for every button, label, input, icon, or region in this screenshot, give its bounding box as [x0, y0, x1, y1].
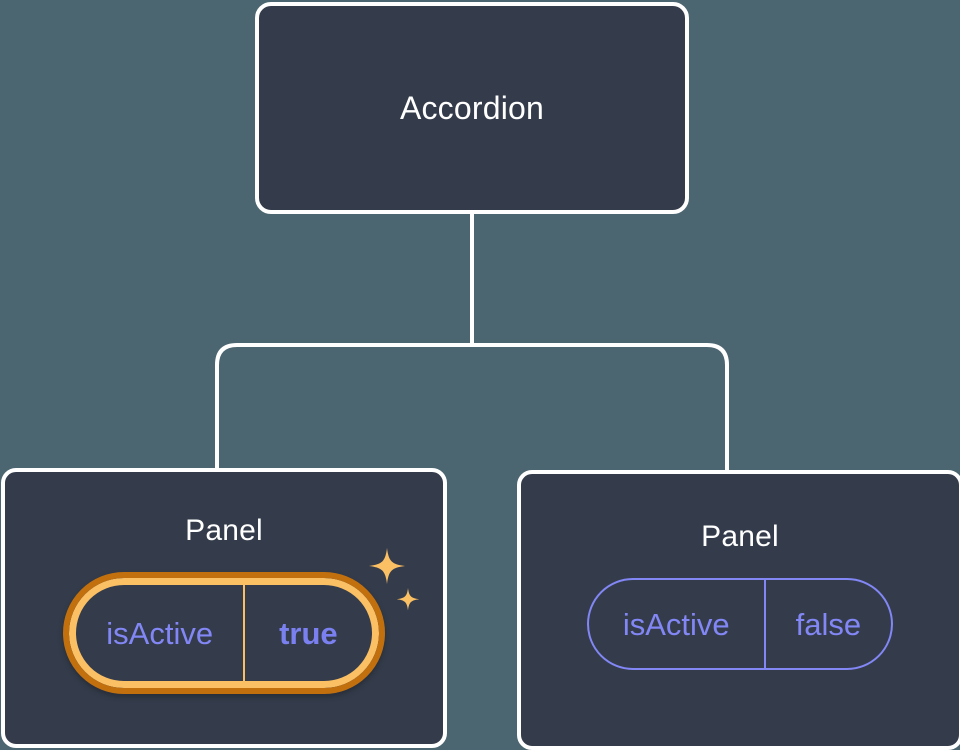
prop-pill-highlight-wrap: isActive true: [63, 548, 419, 694]
node-panel-right[interactable]: Panel isActive false: [517, 470, 960, 750]
sparkle-large-icon: [368, 548, 405, 584]
prop-value: true: [243, 585, 372, 681]
node-panel-right-title: Panel: [701, 520, 779, 553]
node-accordion-title: Accordion: [399, 90, 545, 126]
node-panel-left-title: Panel: [185, 514, 263, 547]
prop-key: isActive: [106, 615, 214, 651]
edge-branch-bar: [215, 343, 729, 472]
sparkle-small-icon: [396, 588, 419, 611]
prop-pill-isactive-true[interactable]: isActive true: [63, 572, 385, 694]
prop-key: isActive: [622, 606, 730, 642]
node-accordion[interactable]: Accordion: [255, 2, 689, 214]
node-panel-left[interactable]: Panel isActive true: [1, 468, 447, 748]
prop-value: false: [763, 580, 891, 668]
prop-pill-plain-wrap: isActive false: [586, 578, 894, 670]
prop-pill-inner: isActive true: [69, 578, 379, 688]
prop-pill-isactive-false[interactable]: isActive false: [586, 578, 894, 670]
